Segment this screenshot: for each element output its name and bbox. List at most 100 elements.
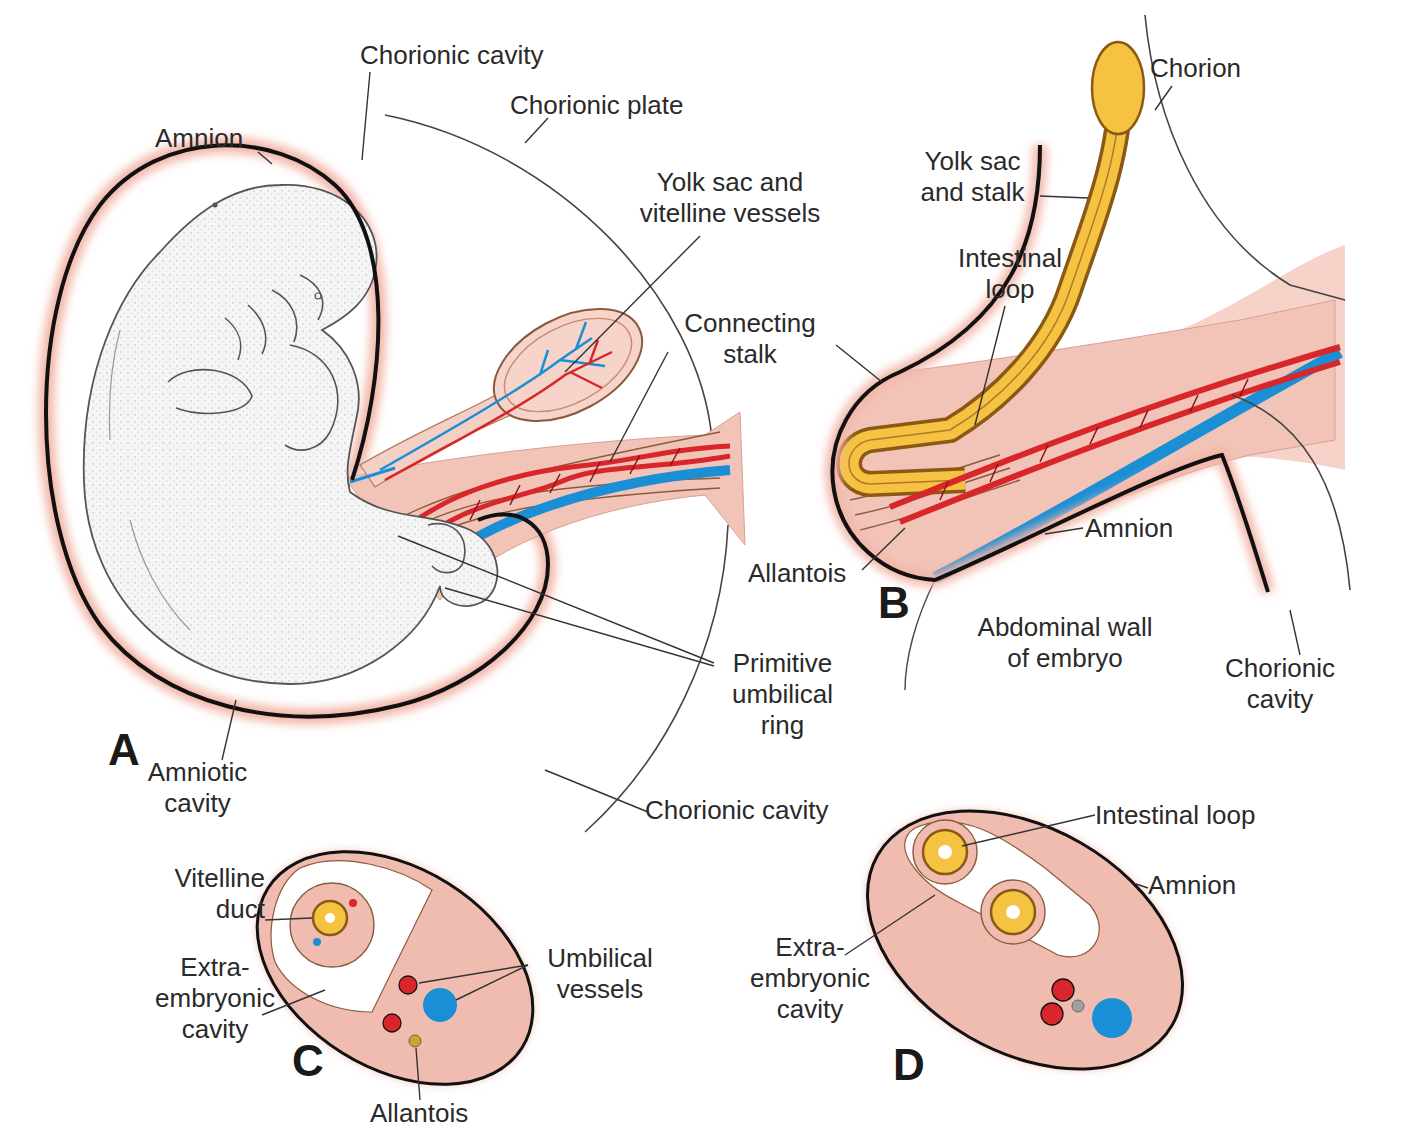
vitelline-vein bbox=[380, 322, 605, 470]
leader-line bbox=[975, 306, 1005, 425]
leader-line bbox=[416, 1048, 420, 1100]
part-label: Extra- embryonic cavity bbox=[740, 932, 880, 1025]
vitelline-duct bbox=[313, 901, 347, 935]
umbilical-artery bbox=[890, 347, 1340, 507]
part-label: Primitive umbilical ring bbox=[715, 648, 850, 741]
extraembryonic-cavity bbox=[271, 861, 432, 1012]
part-label: Amniotic cavity bbox=[130, 757, 265, 819]
heart-prominence bbox=[285, 345, 338, 450]
leader-line bbox=[362, 72, 370, 160]
amnion-line bbox=[46, 145, 548, 716]
leader-line bbox=[456, 965, 528, 1000]
part-label: Amnion bbox=[1085, 513, 1173, 544]
part-label: Chorionic cavity bbox=[1205, 653, 1355, 715]
umbilical-artery bbox=[399, 976, 417, 994]
panel-letter: B bbox=[878, 580, 910, 626]
cord-section bbox=[215, 804, 575, 1133]
panel-letter: C bbox=[292, 1038, 324, 1084]
umbilical-artery bbox=[383, 1014, 401, 1032]
yolk-stalk-outline bbox=[849, 90, 1120, 484]
leader-lines bbox=[222, 72, 1300, 1100]
umbilical-vein bbox=[423, 988, 457, 1022]
panel-letter: D bbox=[893, 1042, 925, 1088]
chorion-line bbox=[1232, 395, 1350, 590]
leader-line bbox=[962, 815, 1095, 846]
yolk-stalk bbox=[849, 90, 1120, 484]
leader-line bbox=[545, 770, 648, 812]
part-label: Yolk sac and vitelline vessels bbox=[620, 167, 840, 229]
chorion-line bbox=[1145, 15, 1345, 300]
amnion-glow bbox=[832, 145, 1268, 592]
intestinal-lumen bbox=[849, 90, 1120, 484]
artery-twist bbox=[470, 448, 680, 520]
part-label: Chorion bbox=[1150, 53, 1241, 84]
leader-line bbox=[265, 918, 312, 920]
allantois-section bbox=[1072, 1000, 1084, 1012]
leader-line bbox=[419, 965, 528, 983]
lower-limb-bud bbox=[428, 524, 465, 573]
cord-glow bbox=[215, 804, 575, 1133]
gut-lumen bbox=[938, 845, 952, 859]
part-label: Abdominal wall of embryo bbox=[970, 612, 1160, 674]
embryo-body bbox=[84, 185, 498, 684]
leader-line bbox=[525, 118, 548, 143]
chorionic-plate-line bbox=[585, 525, 728, 832]
vitelline-vein bbox=[313, 938, 321, 946]
leader-line bbox=[845, 895, 935, 955]
part-label: Chorionic plate bbox=[510, 90, 683, 121]
part-label: Connecting stalk bbox=[665, 308, 835, 370]
leader-line bbox=[1045, 528, 1083, 534]
part-label: Allantois bbox=[748, 558, 846, 589]
leader-line bbox=[862, 528, 905, 570]
yolk-sac bbox=[475, 286, 660, 444]
allantois-section bbox=[409, 1035, 421, 1047]
umbilical-artery bbox=[1052, 979, 1074, 1001]
leader-line bbox=[1136, 884, 1148, 888]
panel-letter: A bbox=[108, 727, 140, 773]
duct-lumen bbox=[325, 913, 335, 923]
gut-mesoderm bbox=[913, 820, 977, 884]
leader-line bbox=[565, 236, 700, 372]
part-label: Intestinal loop bbox=[1095, 800, 1255, 831]
part-label: Chorionic cavity bbox=[645, 795, 829, 826]
leader-line bbox=[836, 345, 882, 382]
embryo-eye bbox=[213, 203, 218, 208]
part-label: Amnion bbox=[1148, 870, 1236, 901]
vitelline-artery bbox=[349, 899, 357, 907]
part-label: Umbilical vessels bbox=[525, 943, 675, 1005]
part-label: Yolk sac and stalk bbox=[910, 146, 1035, 208]
part-label: Vitelline duct bbox=[145, 863, 265, 925]
intestinal-loop-section bbox=[923, 830, 967, 874]
leader-line bbox=[610, 352, 668, 462]
umbilical-artery bbox=[1041, 1003, 1063, 1025]
leader-line bbox=[222, 700, 236, 760]
part-label: Extra- embryonic cavity bbox=[150, 952, 280, 1045]
part-label: Intestinal loop bbox=[940, 243, 1080, 305]
part-label: Allantois bbox=[370, 1098, 468, 1129]
umbilical-vein bbox=[1092, 998, 1132, 1038]
somite-line bbox=[109, 330, 190, 630]
artery-twist bbox=[940, 379, 1248, 500]
gut-lumen bbox=[1006, 905, 1020, 919]
amnion-line bbox=[832, 145, 1268, 592]
leader-line bbox=[445, 588, 714, 666]
part-label: Amnion bbox=[155, 123, 243, 154]
leader-line bbox=[1155, 86, 1172, 110]
intestinal-loop-section bbox=[991, 890, 1035, 934]
part-label: Chorionic cavity bbox=[360, 40, 544, 71]
pharyngeal-arches bbox=[225, 275, 323, 360]
extraembryonic-cavity bbox=[905, 822, 1100, 957]
yolk-sac bbox=[1092, 42, 1144, 134]
upper-limb-bud bbox=[168, 370, 252, 414]
yolk-sac-wall bbox=[489, 299, 647, 431]
leader-line bbox=[1040, 196, 1088, 198]
leader-line bbox=[1290, 610, 1300, 655]
otic-pit bbox=[315, 293, 321, 299]
leader-line bbox=[398, 536, 714, 663]
vitelline-artery bbox=[385, 340, 612, 480]
vitelline-mesoderm bbox=[290, 883, 374, 967]
leader-line bbox=[258, 152, 272, 164]
gut-mesoderm bbox=[981, 880, 1045, 944]
